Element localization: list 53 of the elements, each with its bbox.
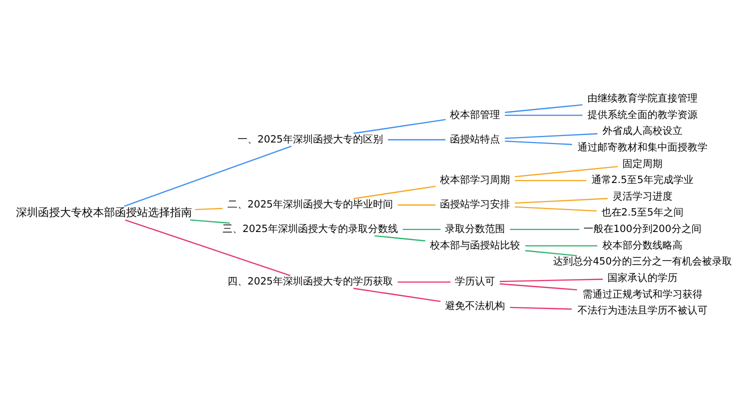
node-text: 不法行为违法且学历不被认可 [577, 306, 708, 317]
node-text: 校本部与函授站比较 [430, 240, 520, 252]
node-text: 外省成人高校设立 [602, 126, 682, 138]
node-text: 由继续教育学院直接管理 [587, 94, 698, 105]
connector [525, 245, 598, 246]
node-text: 录取分数范围 [445, 224, 506, 236]
connector [124, 146, 292, 207]
node-text: 学历认可 [455, 276, 496, 288]
connector [353, 186, 436, 200]
node-text: 校本部管理 [450, 110, 500, 121]
connector [514, 206, 597, 212]
connector [500, 283, 578, 290]
node-text: 国家承认的学历 [607, 272, 678, 284]
connector [353, 288, 441, 302]
connector [402, 228, 441, 230]
node-text: 一般在100分到200分之间 [583, 224, 702, 236]
node-text: 校本部分数线略高 [602, 240, 682, 252]
node-text: 固定周期 [622, 158, 662, 170]
connector [510, 306, 572, 310]
connector [504, 114, 582, 116]
connector [398, 281, 451, 283]
node-text: 灵活学习进度 [612, 191, 672, 202]
node-text: 通过邮寄教材和集中面授教学 [577, 142, 708, 154]
node-text: 提供系统全面的教学资源 [587, 110, 698, 121]
connector [514, 166, 618, 178]
connector [525, 250, 577, 256]
node-text: 深圳函授大专校本部函授站选择指南 [16, 206, 192, 219]
connector [504, 133, 598, 139]
connector [500, 278, 603, 282]
connector [510, 228, 580, 230]
connector [190, 219, 230, 224]
node-text: 一、2025年深圳函授大专的区别 [238, 134, 383, 146]
node-text: 需通过正规考试和学习获得 [582, 289, 702, 300]
node-text: 达到总分450分的三分之一有机会被录取 [552, 256, 732, 268]
connector [514, 180, 586, 182]
node-text: 四、2025年深圳函授大专的学历获取 [228, 276, 393, 288]
node-text: 校本部学习周期 [440, 175, 510, 186]
connector [398, 204, 436, 206]
node-text: 通常2.5至5年完成学业 [591, 175, 694, 186]
connector [504, 104, 583, 114]
node-text: 三、2025年深圳函授大专的录取分数线 [222, 224, 398, 236]
connector [374, 235, 426, 242]
connector [514, 198, 608, 204]
node-text: 函授站学习安排 [440, 200, 510, 211]
connector [353, 119, 446, 134]
node-text: 避免不法机构 [445, 301, 506, 312]
connector [504, 140, 572, 146]
connector [388, 139, 446, 140]
node-text: 二、2025年深圳函授大专的毕业时间 [228, 200, 393, 211]
node-text: 也在2.5至5年之间 [601, 208, 684, 219]
connector [195, 208, 223, 210]
node-text: 函授站特点 [450, 134, 500, 146]
connector [125, 219, 290, 276]
